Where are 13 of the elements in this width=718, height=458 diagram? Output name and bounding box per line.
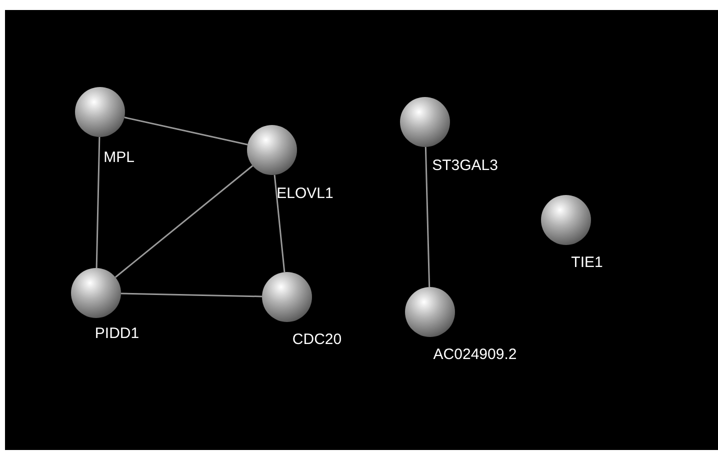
node-label: ST3GAL3 [432, 156, 498, 176]
edge-line [120, 292, 262, 298]
node-label: PIDD1 [94, 324, 140, 344]
node-label: AC024909.2 [433, 344, 517, 365]
edge-line [114, 165, 254, 278]
edge-line [274, 174, 286, 272]
edge-line [424, 146, 430, 288]
node-label: ELOVL1 [276, 184, 334, 204]
node-label: TIE1 [571, 252, 603, 273]
node-label: MPL [104, 148, 134, 168]
edge-line [124, 116, 248, 146]
node-label: CDC20 [292, 330, 342, 350]
edge-line [96, 136, 100, 268]
